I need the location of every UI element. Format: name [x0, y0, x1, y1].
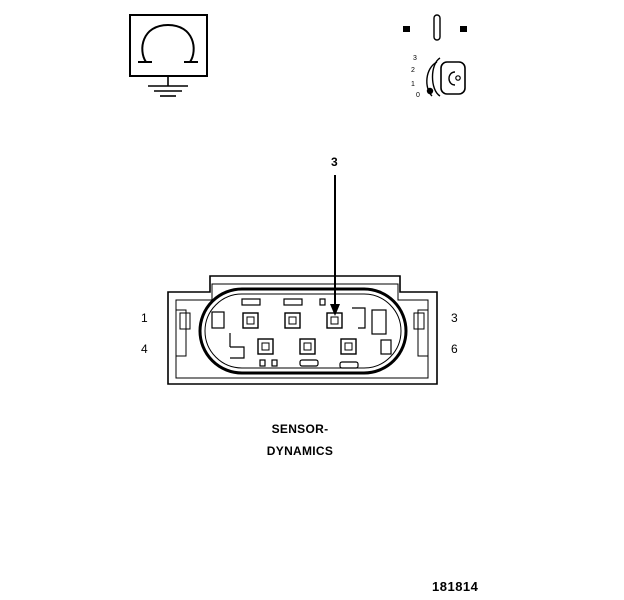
pin-6	[340, 338, 357, 355]
callout-arrow	[330, 175, 340, 316]
reference-number: 181814	[432, 579, 479, 594]
key-position-1: 1	[411, 81, 415, 88]
six-pin-connector-icon	[167, 275, 438, 385]
title-line-1: SENSOR-	[271, 422, 329, 436]
pin-label-top-right: 3	[451, 311, 458, 325]
callout-pin-label: 3	[331, 155, 338, 169]
title-line-2: DYNAMICS	[266, 444, 334, 458]
pin-label-bottom-right: 6	[451, 342, 458, 356]
pin-2	[284, 312, 301, 329]
ignition-key-switch-icon	[403, 14, 467, 97]
pin-4	[257, 338, 274, 355]
key-position-2: 2	[411, 67, 415, 74]
pin-3	[326, 312, 343, 329]
key-position-3: 3	[413, 55, 417, 62]
pin-1	[242, 312, 259, 329]
pin-5	[299, 338, 316, 355]
key-position-0: 0	[416, 92, 420, 99]
pin-label-bottom-left: 4	[141, 342, 148, 356]
connector-title: SENSOR- DYNAMICS	[200, 418, 400, 462]
pin-label-top-left: 1	[141, 311, 148, 325]
ohm-ground-icon	[129, 14, 208, 97]
